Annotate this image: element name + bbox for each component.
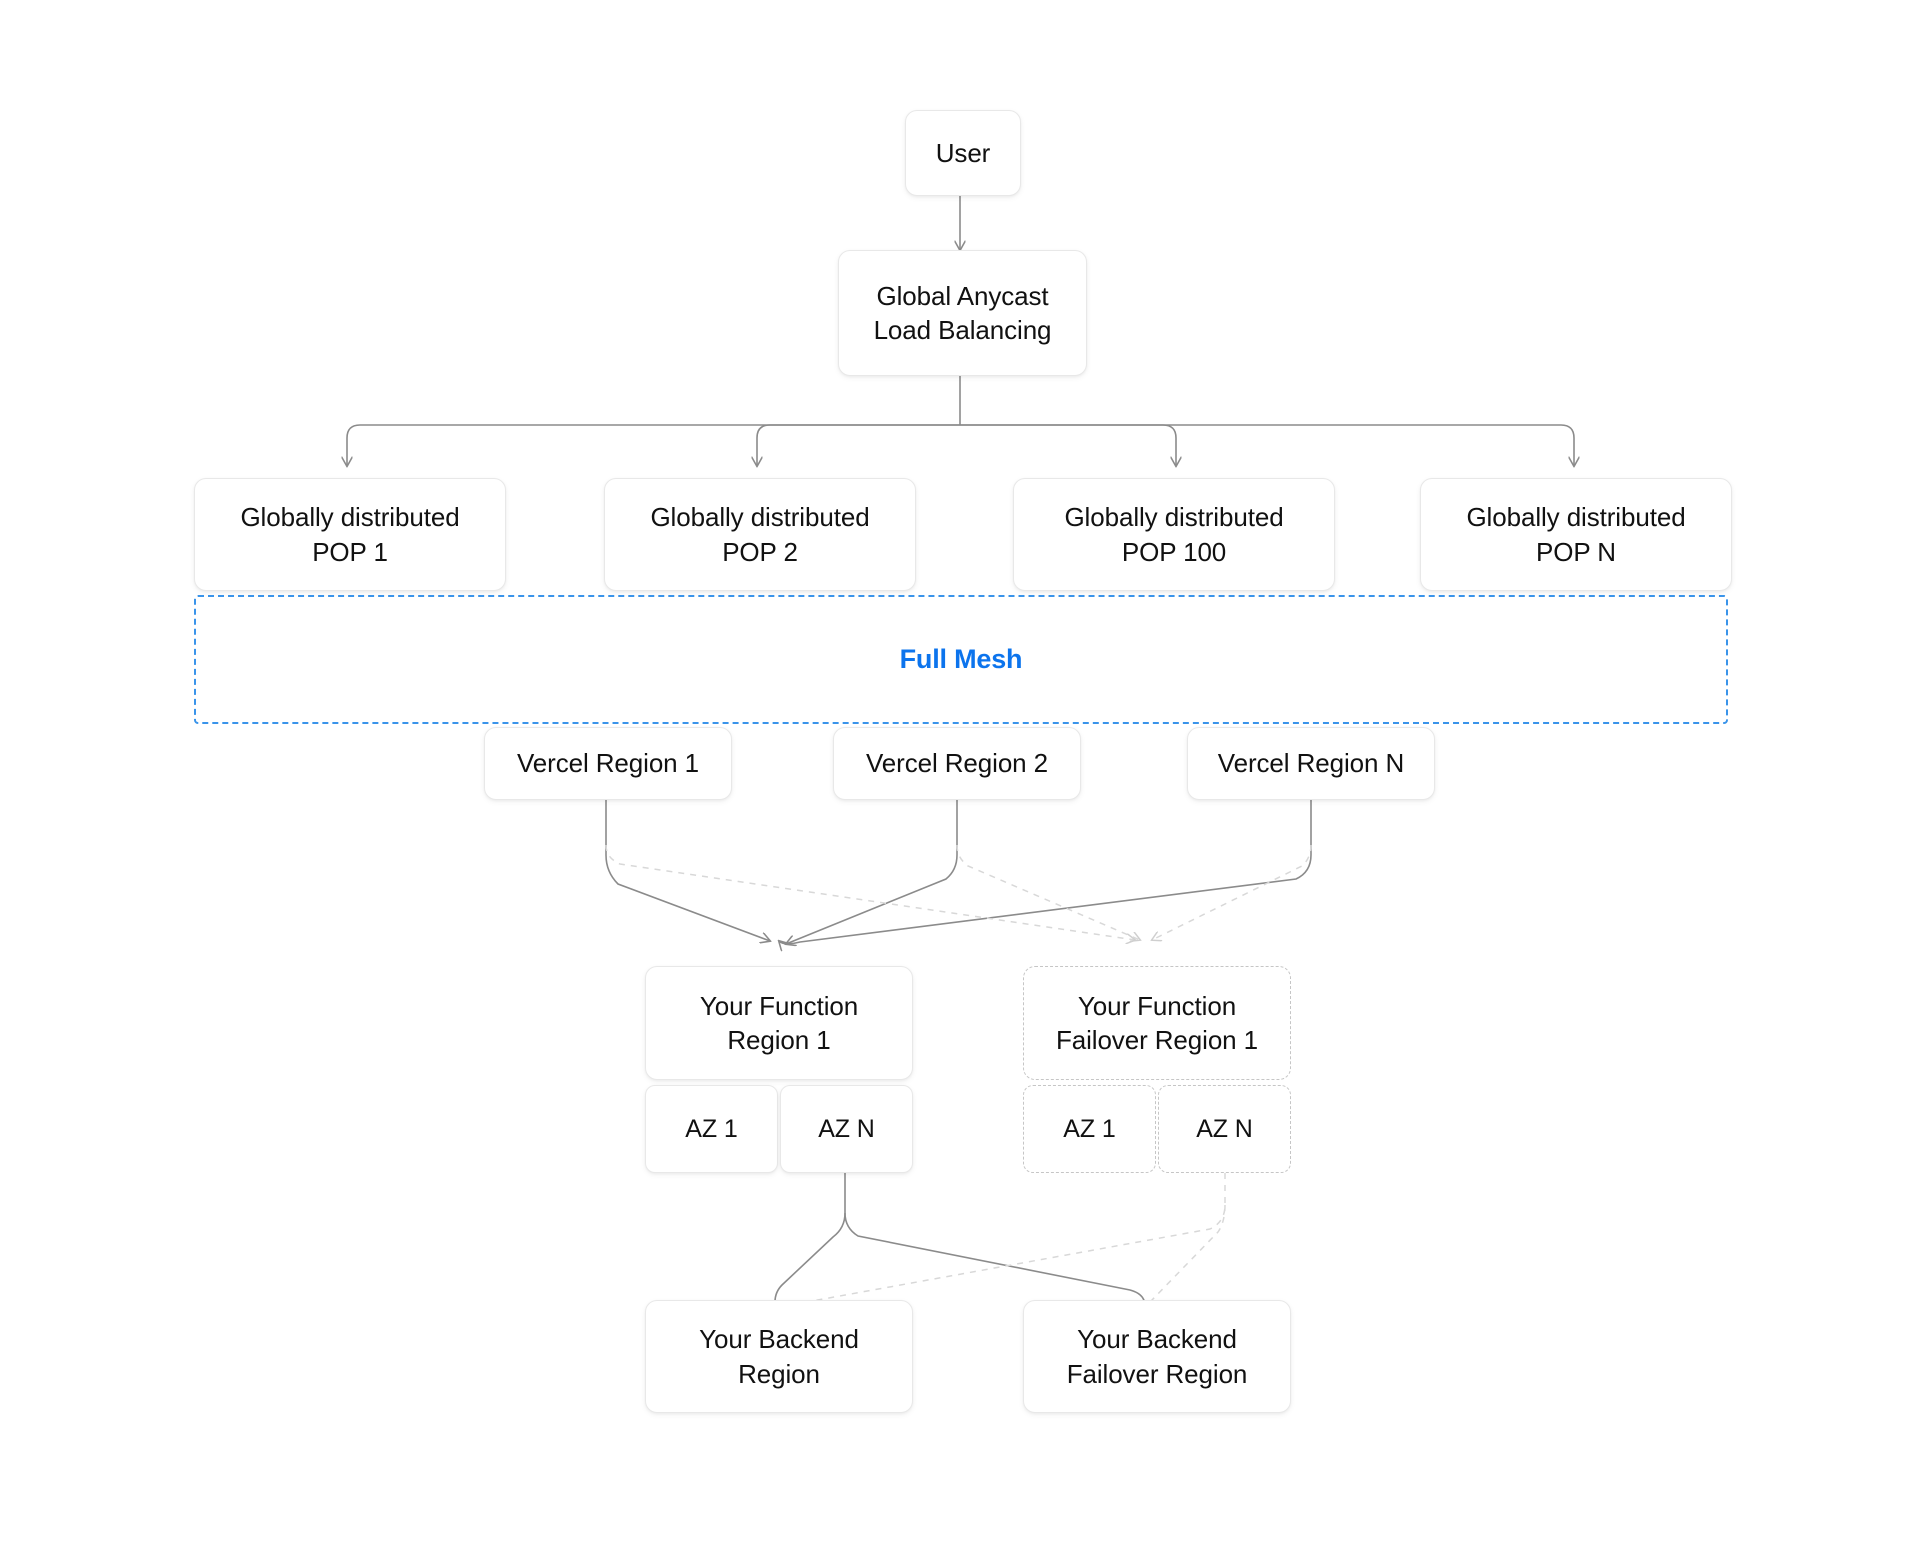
node-pop-1[interactable]: Globally distributed POP 1: [194, 478, 506, 591]
node-failover-region-1-az-1[interactable]: AZ 1: [1023, 1085, 1156, 1173]
edge-anycast-to-pop1: [347, 424, 960, 466]
edge-region2-to-fnfailover1: [956, 844, 1140, 940]
node-pop-n-label: Globally distributed POP N: [1466, 502, 1686, 567]
node-vercel-region-1-label: Vercel Region 1: [516, 748, 700, 779]
node-your-backend-failover-region-label: Your Backend Failover Region: [1066, 1324, 1248, 1389]
node-pop-100[interactable]: Globally distributed POP 100: [1013, 478, 1335, 591]
node-global-anycast-load-balancing[interactable]: Global Anycast Load Balancing: [838, 250, 1087, 376]
node-pop-1-label: Globally distributed POP 1: [240, 502, 460, 567]
node-vercel-region-1[interactable]: Vercel Region 1: [484, 727, 732, 800]
edge-regionn-to-fnregion1: [779, 800, 1312, 944]
node-pop-n[interactable]: Globally distributed POP N: [1420, 478, 1732, 591]
node-your-function-region-1[interactable]: Your Function Region 1: [645, 966, 913, 1080]
edge-anycast-to-popn: [960, 424, 1574, 466]
node-failover-region-1-az-n-label: AZ N: [1196, 1114, 1253, 1143]
node-function-region-1-az-n[interactable]: AZ N: [780, 1085, 913, 1173]
node-pop-2-label: Globally distributed POP 2: [650, 502, 870, 567]
full-mesh-label: Full Mesh: [899, 644, 1023, 674]
node-user-label: User: [935, 137, 991, 168]
edge-region1-to-fnfailover1: [605, 844, 1135, 940]
node-pop-2[interactable]: Globally distributed POP 2: [604, 478, 916, 591]
node-your-backend-failover-region[interactable]: Your Backend Failover Region: [1023, 1300, 1291, 1413]
node-vercel-region-n[interactable]: Vercel Region N: [1187, 727, 1435, 800]
edge-region1-to-fnregion1: [605, 800, 770, 941]
node-your-function-failover-region-1[interactable]: Your Function Failover Region 1: [1023, 966, 1291, 1080]
node-vercel-region-2[interactable]: Vercel Region 2: [833, 727, 1081, 800]
node-anycast-label: Global Anycast Load Balancing: [873, 280, 1052, 345]
node-vercel-region-n-label: Vercel Region N: [1217, 748, 1405, 779]
node-function-region-1-az-1[interactable]: AZ 1: [645, 1085, 778, 1173]
edge-regionn-to-fnfailover1: [1152, 844, 1312, 940]
node-user[interactable]: User: [905, 110, 1021, 196]
node-your-function-region-1-label: Your Function Region 1: [699, 990, 859, 1055]
node-failover-region-1-az-1-label: AZ 1: [1063, 1114, 1116, 1143]
edge-anycast-to-pop2: [757, 424, 960, 466]
node-failover-region-1-az-n[interactable]: AZ N: [1158, 1085, 1291, 1173]
edge-anycast-to-pop100: [960, 424, 1176, 466]
edge-region2-to-fnregion1: [786, 800, 958, 944]
node-pop-100-label: Globally distributed POP 100: [1064, 502, 1284, 567]
node-vercel-region-2-label: Vercel Region 2: [865, 748, 1049, 779]
node-your-backend-region[interactable]: Your Backend Region: [645, 1300, 913, 1413]
node-your-function-failover-region-1-label: Your Function Failover Region 1: [1055, 990, 1259, 1055]
group-full-mesh: Full Mesh: [194, 595, 1728, 724]
node-function-region-1-az-n-label: AZ N: [818, 1114, 875, 1143]
node-function-region-1-az-1-label: AZ 1: [685, 1114, 738, 1143]
node-your-backend-region-label: Your Backend Region: [699, 1324, 859, 1389]
